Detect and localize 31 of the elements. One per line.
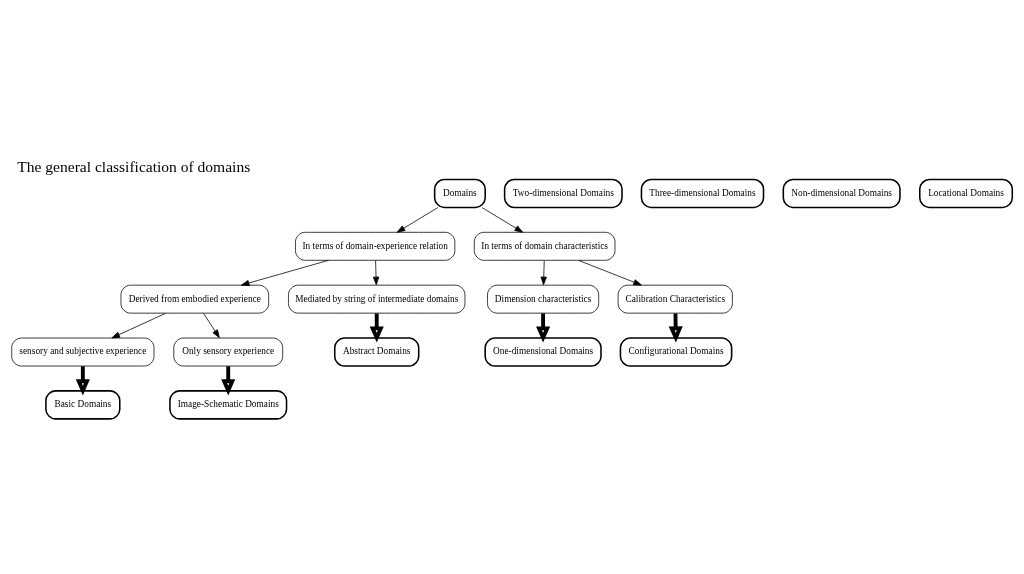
node-box: Only sensory experience xyxy=(173,337,284,366)
node-box: In terms of domain characteristics xyxy=(473,231,616,261)
arrow xyxy=(578,259,642,285)
node-box: Dimension characteristics xyxy=(487,284,600,314)
arrow xyxy=(240,259,329,286)
arrow xyxy=(372,259,380,285)
node-box: Two-dimensional Domains xyxy=(503,178,623,208)
node-box: Mediated by string of intermediate domains xyxy=(288,284,466,314)
node-box: sensory and subjective experience xyxy=(11,337,155,366)
arrow xyxy=(540,259,547,285)
diagram-title: The general classification of domains xyxy=(17,157,251,175)
arrow xyxy=(221,365,236,395)
node-box: Locational Domains xyxy=(919,178,1014,208)
node-box: Domains xyxy=(433,178,486,208)
node-box: Configurational Domains xyxy=(619,336,733,367)
node-box: Three-dimensional Domains xyxy=(640,178,765,208)
arrow xyxy=(203,312,220,338)
node-box: In terms of domain-experience relation xyxy=(295,231,456,261)
node-box: Image-Schematic Domains xyxy=(169,389,288,420)
node-box: Non-dimensional Domains xyxy=(782,178,901,208)
arrow xyxy=(111,312,167,338)
arrow xyxy=(75,365,90,395)
arrow xyxy=(481,206,524,233)
node-box: Calibration Characteristics xyxy=(617,284,733,314)
node-box: Basic Domains xyxy=(45,389,121,420)
node-box: Abstract Domains xyxy=(333,336,420,367)
arrow xyxy=(369,312,384,343)
arrow xyxy=(536,312,551,343)
node-box: One-dimensional Domains xyxy=(484,336,602,367)
node-box: Derived from embodied experience xyxy=(120,284,270,314)
arrow xyxy=(396,206,439,233)
